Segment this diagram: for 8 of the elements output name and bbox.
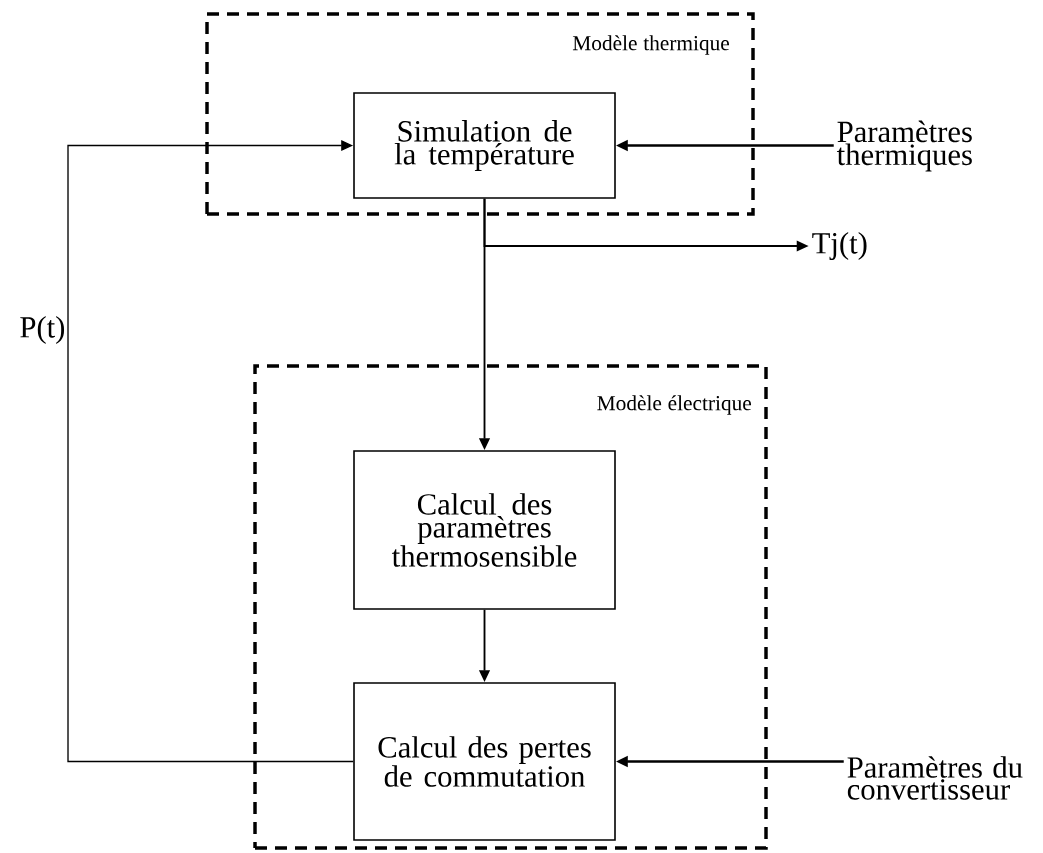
signal-text: Tj(t) — [812, 232, 867, 260]
process-box: Simulation de la température — [353, 92, 616, 199]
edge-label: P(t) — [18, 314, 67, 346]
process-box: Calcul des paramètres thermosensible — [353, 450, 616, 610]
signal-text: Paramètres thermiques — [836, 120, 972, 172]
signal-text: Paramètres du convertisseur — [847, 756, 1023, 800]
process-box: Calcul des pertes de commutation — [353, 682, 616, 841]
arrow — [67, 139, 354, 763]
